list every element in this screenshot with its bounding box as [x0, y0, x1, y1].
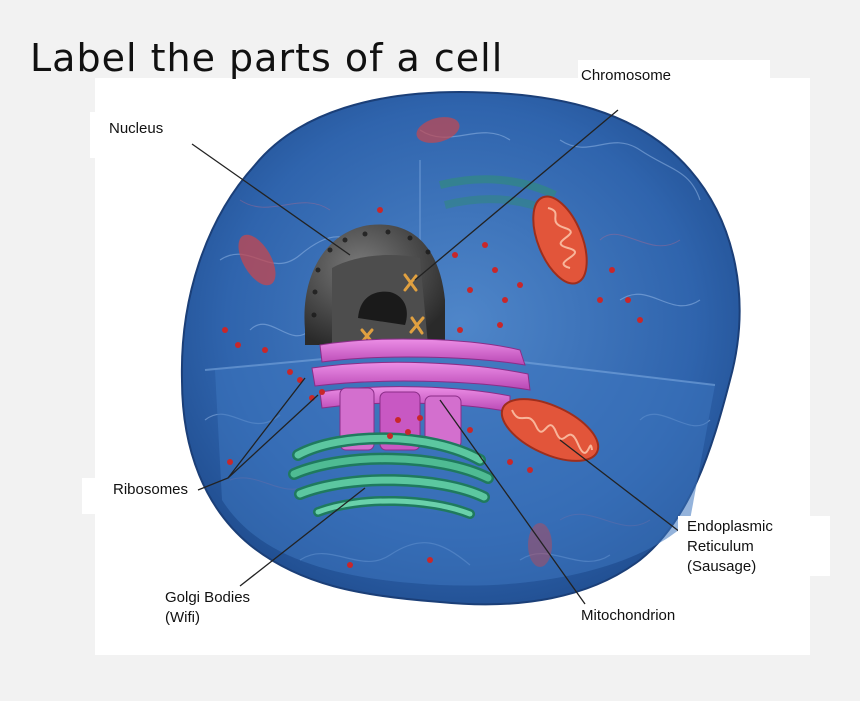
leader-line-ribosomes-b — [227, 394, 319, 479]
ribosome-dot — [287, 369, 293, 375]
label-golgi-line1: Golgi Bodies — [165, 589, 251, 606]
ribosome-dot — [467, 287, 473, 293]
ribosome-dot — [502, 297, 508, 303]
ribosome-dot — [347, 562, 353, 568]
ribosome-dot — [517, 282, 523, 288]
ribosome-dot — [609, 267, 615, 273]
vesicle — [238, 234, 276, 286]
label-box-nucleus — [90, 112, 190, 158]
vesicle — [416, 117, 460, 143]
nucleus — [304, 224, 445, 345]
ribosome-dot — [417, 415, 423, 421]
leader-lines — [191, 109, 681, 605]
label-nucleus: Nucleus — [109, 120, 164, 137]
ribosome-dot — [319, 389, 325, 395]
ribosome-dot — [637, 317, 643, 323]
label-chromosome: Chromosome — [581, 67, 672, 84]
leader-line-mitochondrion — [439, 399, 586, 605]
ribosome-dot — [222, 327, 228, 333]
ribosome-dot — [227, 459, 233, 465]
vesicle — [528, 523, 552, 567]
ribosome-dot — [395, 417, 401, 423]
label-box-ribosomes — [82, 478, 197, 514]
leader-line-chromosome — [414, 109, 619, 281]
ribosome-dot — [235, 342, 241, 348]
ribosomes — [222, 207, 643, 568]
page-title: Label the parts of a cell — [30, 36, 504, 80]
ribosome-dot — [452, 252, 458, 258]
label-ribosomes: Ribosomes — [113, 481, 189, 498]
label-endoplasmic-reticulum: Endoplasmic Reticulum (Sausage) — [687, 517, 773, 577]
ribosome-dot — [527, 467, 533, 473]
label-box-er — [678, 516, 830, 576]
label-er-line1: Endoplasmic — [687, 518, 773, 535]
ribosome-dot — [625, 297, 631, 303]
ribosome-dot — [492, 267, 498, 273]
ribosome-dot — [457, 327, 463, 333]
label-er-line2: Reticulum — [687, 538, 754, 555]
label-golgi-line2: (Wifi) — [165, 609, 200, 626]
ribosome-dot — [405, 429, 411, 435]
ribosome-dot — [262, 347, 268, 353]
leader-line-nucleus — [191, 143, 351, 256]
golgi-bodies — [288, 432, 494, 519]
label-box-chromosome — [578, 60, 770, 100]
ribosome-dot — [497, 322, 503, 328]
label-er-line3: (Sausage) — [687, 558, 757, 575]
label-golgi-bodies: Golgi Bodies (Wifi) — [165, 588, 250, 628]
ribosome-dot — [467, 427, 473, 433]
leader-line-er — [559, 439, 681, 533]
ribosome-dot — [387, 433, 393, 439]
ribosome-dot — [597, 297, 603, 303]
label-mitochondrion: Mitochondrion — [581, 607, 676, 624]
mitochondrion — [500, 398, 600, 462]
ribosome-dot — [482, 242, 488, 248]
ribosome-dot — [507, 459, 513, 465]
mitochondrion — [532, 195, 588, 285]
ribosome-dot — [427, 557, 433, 563]
leader-line-golgi — [239, 487, 366, 587]
ribosome-dot — [377, 207, 383, 213]
endoplasmic-reticulum — [311, 338, 531, 451]
